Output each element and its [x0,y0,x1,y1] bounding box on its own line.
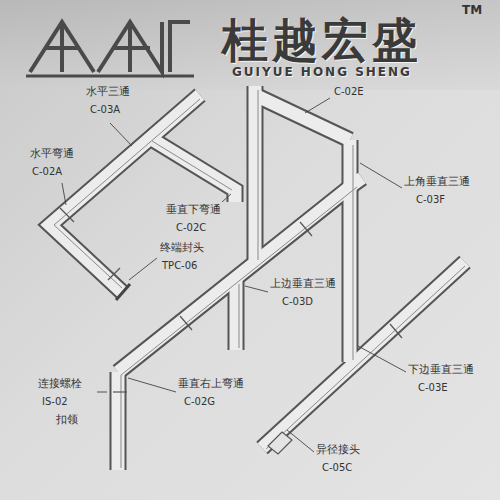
part-code: C-02C [176,222,206,234]
part-name: 上角垂直三通 [404,176,470,189]
logo-mark [26,22,194,76]
part-note: 扣领 [56,414,78,427]
part-name: 上边垂直三通 [270,278,336,291]
tray-outline [50,86,465,470]
part-code: C-03A [90,104,120,116]
part-code: C-03E [418,382,448,394]
part-name: 垂直右上弯通 [178,378,244,391]
part-name: 下边垂直三通 [408,364,474,377]
part-code: TPC-06 [162,260,197,272]
part-name: 水平弯通 [30,148,74,161]
logo-band [0,0,500,90]
leader-line [62,98,406,452]
part-code: C-03F [416,194,445,206]
part-code: C-02G [184,396,215,408]
part-code: C-02A [32,166,62,178]
brand-name: 桂越宏盛 [222,14,422,67]
part-name: 连接螺栓 [38,378,82,391]
trademark: TM [462,4,482,18]
part-code: C-02E [334,86,364,98]
part-name: 终端封头 [160,242,204,255]
part-name: 异径接头 [316,444,360,457]
part-code: C-03D [282,296,313,308]
brand-latin: GUIYUE HONG SHENG [232,66,412,80]
part-name: 垂直下弯通 [166,204,221,217]
part-code: IS-02 [42,396,68,408]
part-name: 水平三通 [86,86,130,99]
part-code: C-05C [322,462,352,474]
